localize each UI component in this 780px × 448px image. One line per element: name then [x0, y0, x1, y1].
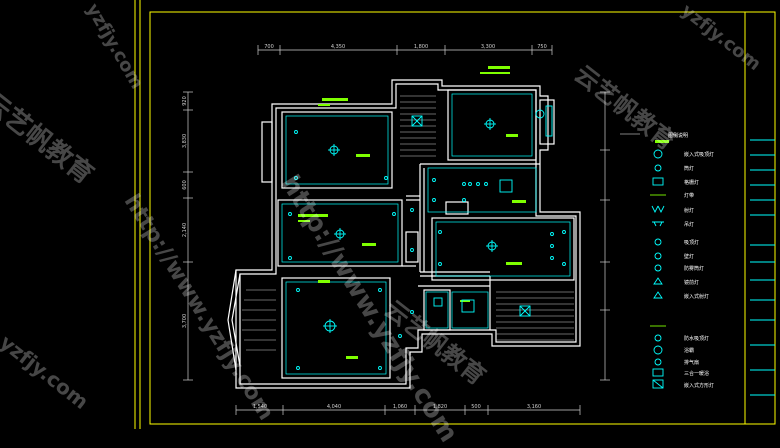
- legend-labels: 嵌入式吸顶灯 筒灯 格栅灯 灯带 射灯 吊灯 吸顶灯 壁灯 防雾筒灯 镜前灯 嵌…: [684, 151, 714, 389]
- ceiling-light-icon: [653, 149, 663, 159]
- fog-proof-light-icon: [654, 264, 662, 272]
- dimension-bottom: [235, 405, 581, 415]
- chandelier-icon: [652, 221, 664, 227]
- legend-icons: [650, 149, 666, 389]
- legend-item: 吊灯: [684, 221, 694, 228]
- fill-marks: [298, 66, 669, 359]
- legend-item: 格栅灯: [684, 179, 699, 186]
- recessed-spotlight-icon: [653, 291, 663, 299]
- legend-item: 灯带: [684, 192, 694, 199]
- spotlight-icon: [651, 205, 665, 214]
- dimension-bottom-labels: 1,540 4,040 1,060 1,820 500 3,160: [253, 404, 541, 410]
- dimension-left-labels: 920 3,830 600 2,140 3,700: [182, 96, 188, 328]
- mirror-light-icon: [653, 277, 663, 285]
- dim-top-4: 3,300: [481, 44, 495, 50]
- waterproof-light-icon: [654, 334, 662, 342]
- three-in-one-heater-icon: [652, 368, 664, 377]
- dim-top-1: 700: [264, 44, 274, 50]
- legend-header: 图例说明: [668, 132, 688, 139]
- dim-left-3: 600: [182, 180, 188, 190]
- grille-light-icon: [652, 177, 664, 186]
- legend-item: 射灯: [684, 207, 694, 214]
- legend-item: 壁灯: [684, 253, 694, 260]
- walls: [227, 79, 581, 389]
- dimension-right: [600, 91, 610, 381]
- dimension-top: [257, 45, 553, 55]
- legend-item: 排气扇: [684, 359, 699, 366]
- dim-left-5: 3,700: [182, 314, 188, 328]
- dim-bottom-1: 1,540: [253, 404, 267, 410]
- ceiling-lamp-icon: [654, 238, 662, 246]
- hatched-zones: [242, 95, 574, 351]
- dim-left-1: 920: [182, 96, 188, 106]
- bath-heater-icon: [653, 345, 663, 355]
- legend-item: 筒灯: [684, 165, 694, 172]
- wall-light-icon: [654, 252, 662, 260]
- legend-item: 防水吸顶灯: [684, 335, 709, 342]
- legend-item: 镜前灯: [684, 279, 699, 286]
- drawing-frame: [134, 0, 776, 429]
- dim-top-3: 1,800: [414, 44, 428, 50]
- legend-item: 三合一暖浴: [684, 370, 709, 377]
- downlight-icon: [654, 164, 662, 172]
- dim-left-2: 3,830: [182, 134, 188, 148]
- dim-bottom-2: 4,040: [327, 404, 341, 410]
- floor-plan-drawing: 700 4,350 1,800 3,300 750 1,540 4,040 1,…: [134, 0, 776, 429]
- legend: 图例说明 嵌入式吸顶灯 筒灯 格栅灯 灯带: [620, 132, 714, 389]
- dim-bottom-5: 500: [471, 404, 481, 410]
- exhaust-fan-icon: [654, 358, 662, 366]
- ceiling-outlines: [281, 93, 571, 375]
- square-recessed-light-icon: [652, 379, 664, 389]
- dimension-left: [183, 91, 193, 381]
- dim-bottom-4: 1,820: [433, 404, 447, 410]
- legend-item: 浴霸: [684, 347, 694, 354]
- legend-item: 防雾筒灯: [684, 265, 704, 272]
- dim-left-4: 2,140: [182, 223, 188, 237]
- legend-item: 吸顶灯: [684, 239, 699, 246]
- dimension-top-labels: 700 4,350 1,800 3,300 750: [264, 44, 547, 50]
- dim-bottom-3: 1,060: [393, 404, 407, 410]
- dim-top-2: 4,350: [331, 44, 345, 50]
- legend-item: 嵌入式方形灯: [684, 382, 714, 389]
- dim-top-5: 750: [537, 44, 547, 50]
- dim-bottom-6: 3,160: [527, 404, 541, 410]
- title-block: [750, 139, 775, 396]
- legend-item: 嵌入式射灯: [684, 293, 709, 300]
- light-fixtures: [288, 105, 566, 370]
- legend-item: 嵌入式吸顶灯: [684, 151, 714, 158]
